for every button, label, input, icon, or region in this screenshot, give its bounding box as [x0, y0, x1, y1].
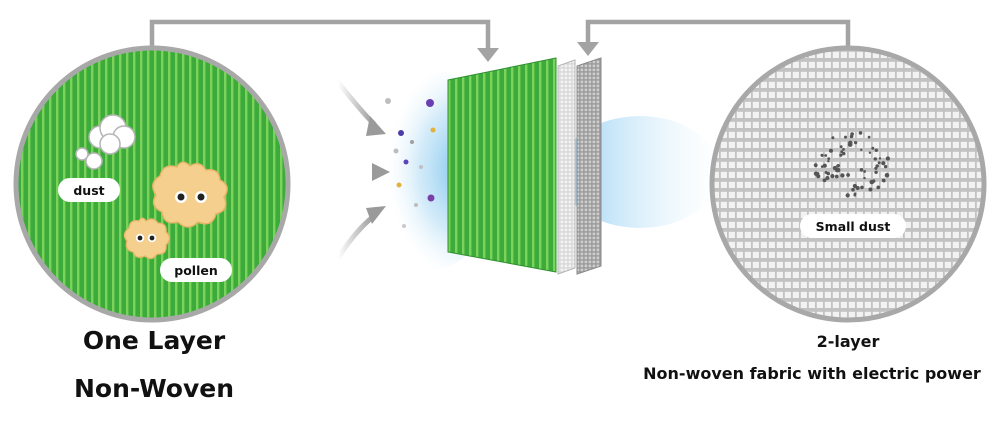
pollen-icon: [152, 161, 228, 228]
filter-stack: [447, 57, 602, 275]
small-dust-particle: [860, 185, 864, 190]
small-dust-particle: [868, 187, 873, 192]
small-dust-particle: [816, 174, 821, 179]
connector-left-arrowhead: [477, 48, 499, 62]
small-dust-particle: [859, 168, 864, 172]
small-dust-particle: [882, 179, 886, 183]
small-dust-particle: [820, 153, 824, 157]
small-dust-particle: [827, 157, 831, 161]
small-dust-particle: [871, 146, 875, 150]
small-dust-particle: [835, 167, 841, 173]
dust-cloud-icon: [75, 114, 136, 170]
small-dust-particle: [884, 173, 890, 178]
small-dust-label: Small dust: [800, 214, 906, 238]
dust-label-text: dust: [73, 183, 104, 198]
small-dust-particle: [813, 163, 818, 168]
right-caption-line1: 2-layer: [816, 332, 880, 351]
dust-label: dust: [58, 178, 120, 202]
pollen-label: pollen: [160, 258, 232, 282]
small-dust-particle: [883, 164, 888, 169]
filter-panel-dark: [576, 57, 602, 275]
small-dust-particle: [858, 131, 863, 135]
small-dust-particle: [836, 164, 840, 168]
small-dust-particle: [877, 161, 881, 165]
pollen-small-icon: [123, 217, 171, 260]
small-dust-particle: [846, 173, 850, 177]
small-dust-particle: [853, 193, 857, 197]
small-dust-particle: [842, 151, 846, 156]
small-dust-particle: [844, 135, 847, 139]
small-dust-particle: [840, 150, 844, 154]
small-dust-particle: [854, 141, 858, 145]
small-dust-cluster: [813, 131, 891, 198]
small-dust-particle: [860, 148, 863, 151]
small-dust-particle: [840, 173, 845, 178]
right-caption-line2: Non-woven fabric with electric power: [643, 364, 981, 383]
small-dust-particle: [825, 176, 830, 180]
small-dust-particle: [824, 154, 828, 157]
two-layer-magnifier: [709, 45, 987, 323]
small-dust-particle: [885, 156, 891, 161]
connector-left: [149, 19, 491, 48]
small-dust-particle: [851, 187, 855, 192]
small-dust-label-text: Small dust: [816, 219, 891, 234]
small-dust-particle: [845, 193, 850, 198]
small-dust-particle: [839, 153, 843, 157]
small-dust-particle: [822, 178, 827, 183]
small-dust-particle: [826, 171, 830, 176]
small-dust-particle: [831, 136, 835, 140]
filter-panel-light: [557, 59, 576, 275]
connector-right-arrowhead: [577, 42, 599, 56]
left-caption-line2: Non-Woven: [73, 374, 235, 403]
small-dust-particle: [867, 135, 871, 139]
connector-right: [585, 19, 851, 48]
small-dust-particle: [834, 174, 839, 179]
small-dust-particle: [830, 174, 835, 179]
small-dust-particle: [876, 185, 881, 190]
small-dust-particle: [872, 179, 876, 183]
small-dust-particle: [832, 165, 838, 171]
left-caption-line1: One Layer: [82, 326, 226, 355]
small-dust-particle: [873, 157, 877, 161]
small-dust-particle: [875, 164, 879, 168]
small-dust-particle: [874, 148, 878, 152]
small-dust-particle: [829, 148, 833, 153]
small-dust-particle: [874, 170, 878, 174]
small-dust-particle: [822, 163, 827, 168]
small-dust-particle: [878, 157, 882, 160]
one-layer-magnifier: [13, 45, 291, 323]
small-dust-particle: [827, 160, 830, 163]
small-dust-particle: [839, 145, 843, 149]
pollen-label-text: pollen: [174, 263, 217, 278]
filter-panel-green: [447, 57, 557, 273]
small-dust-particle: [868, 151, 872, 154]
small-dust-particle: [842, 148, 845, 151]
small-dust-particle: [863, 170, 866, 173]
small-dust-particle: [848, 140, 853, 145]
small-dust-particle: [852, 183, 858, 189]
small-dust-particle: [863, 176, 866, 180]
small-dust-particle: [882, 161, 886, 165]
small-dust-particle: [850, 132, 854, 136]
